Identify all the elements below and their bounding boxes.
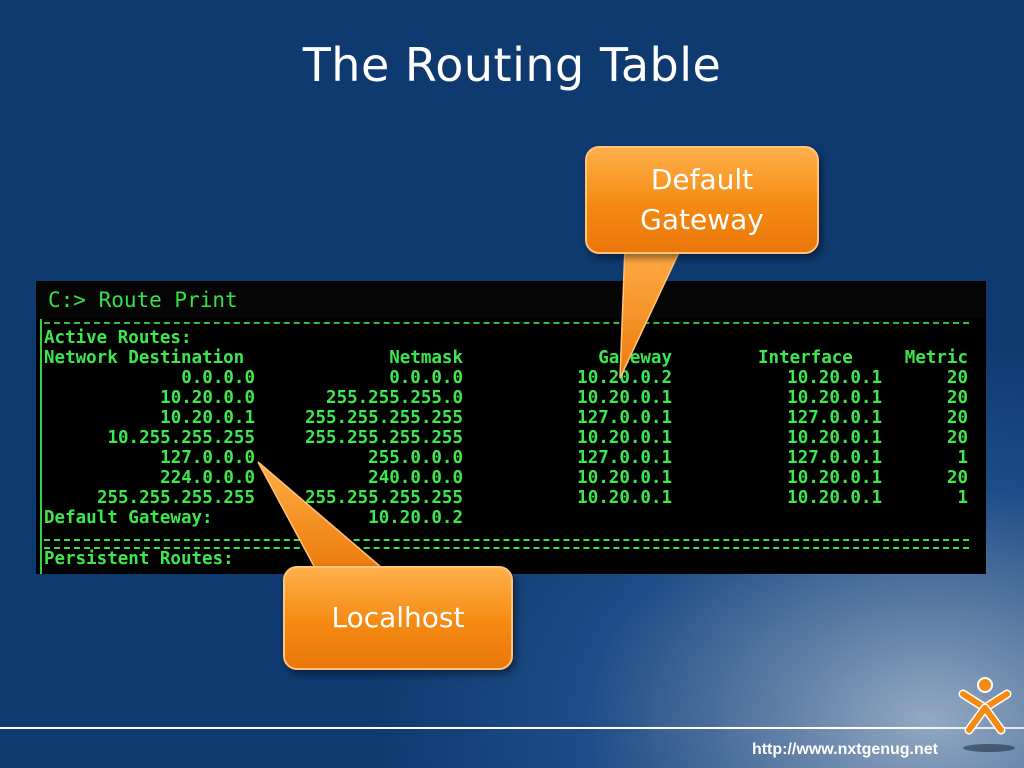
column-header-destination: Network Destination [44, 348, 245, 368]
table-row: 224.0.0.0 240.0.0.0 10.20.0.1 10.20.0.1 … [42, 468, 988, 488]
default-gateway-callout-line1: Default [650, 163, 754, 196]
localhost-callout-label: Localhost [331, 601, 465, 634]
route-interface: 10.20.0.1 [787, 388, 882, 408]
footer-divider [0, 727, 1024, 729]
persistent-routes-label: Persistent Routes: [44, 549, 234, 569]
route-interface: 10.20.0.1 [787, 428, 882, 448]
route-gateway: 10.20.0.1 [577, 468, 672, 488]
route-destination: 255.255.255.255 [96, 488, 255, 508]
route-netmask: 255.255.255.255 [304, 488, 463, 508]
default-gateway-value: 10.20.0.2 [368, 508, 463, 528]
route-metric: 1 [957, 448, 968, 468]
footer-url: http://www.nxtgenug.net [751, 741, 938, 758]
route-interface: 127.0.0.1 [787, 448, 882, 468]
table-row: 10.20.0.0 255.255.255.0 10.20.0.1 10.20.… [42, 388, 988, 408]
column-header-metric: Metric [904, 348, 968, 368]
route-netmask: 0.0.0.0 [389, 368, 463, 388]
route-metric: 20 [946, 408, 968, 428]
table-row: 10.255.255.255 255.255.255.255 10.20.0.1… [42, 428, 988, 448]
route-netmask: 255.255.255.0 [326, 388, 463, 408]
route-gateway: 10.20.0.2 [577, 368, 672, 388]
route-gateway: 10.20.0.1 [577, 388, 672, 408]
active-routes-label: Active Routes: [44, 328, 192, 348]
console-command: C:> Route Print [48, 288, 238, 312]
route-destination: 10.20.0.1 [160, 408, 255, 428]
route-metric: 20 [946, 428, 968, 448]
route-interface: 10.20.0.1 [787, 368, 882, 388]
localhost-callout: Localhost [283, 566, 513, 670]
column-header-gateway: Gateway [598, 348, 672, 368]
route-netmask: 255.255.255.255 [304, 428, 463, 448]
route-destination: 127.0.0.0 [160, 448, 255, 468]
route-metric: 20 [946, 468, 968, 488]
table-row: 0.0.0.0 0.0.0.0 10.20.0.2 10.20.0.1 20 [42, 368, 988, 388]
route-gateway: 10.20.0.1 [577, 488, 672, 508]
route-interface: 10.20.0.1 [787, 488, 882, 508]
table-header-row: Network Destination Netmask Gateway Inte… [42, 348, 988, 368]
route-destination: 10.255.255.255 [107, 428, 255, 448]
default-gateway-callout: Default Gateway [585, 146, 819, 254]
route-gateway: 127.0.0.1 [577, 448, 672, 468]
route-netmask: 240.0.0.0 [368, 468, 463, 488]
route-gateway: 127.0.0.1 [577, 408, 672, 428]
console-output: Active Routes: Network Destination Netma… [40, 319, 988, 574]
route-metric: 1 [957, 488, 968, 508]
route-netmask: 255.255.255.255 [304, 408, 463, 428]
console-command-bar: C:> Route Print [36, 281, 986, 319]
route-gateway: 10.20.0.1 [577, 428, 672, 448]
dashed-separator [44, 322, 969, 328]
route-metric: 20 [946, 368, 968, 388]
column-header-interface: Interface [758, 348, 853, 368]
nxtgenug-figure-logo [958, 677, 1015, 752]
route-metric: 20 [946, 388, 968, 408]
default-gateway-label: Default Gateway: [44, 508, 213, 528]
equals-separator [44, 539, 969, 549]
route-interface: 10.20.0.1 [787, 468, 882, 488]
route-destination: 0.0.0.0 [181, 368, 255, 388]
table-row: 255.255.255.255 255.255.255.255 10.20.0.… [42, 488, 988, 508]
route-netmask: 255.0.0.0 [368, 448, 463, 468]
route-interface: 127.0.0.1 [787, 408, 882, 428]
route-destination: 10.20.0.0 [160, 388, 255, 408]
default-gateway-callout-line2: Gateway [640, 203, 764, 236]
console-window: C:> Route Print Active Routes: Network D… [36, 281, 986, 574]
slide-title: The Routing Table [302, 38, 722, 92]
route-destination: 224.0.0.0 [160, 468, 255, 488]
table-row: 127.0.0.0 255.0.0.0 127.0.0.1 127.0.0.1 … [42, 448, 988, 468]
column-header-netmask: Netmask [389, 348, 463, 368]
table-row: 10.20.0.1 255.255.255.255 127.0.0.1 127.… [42, 408, 988, 428]
